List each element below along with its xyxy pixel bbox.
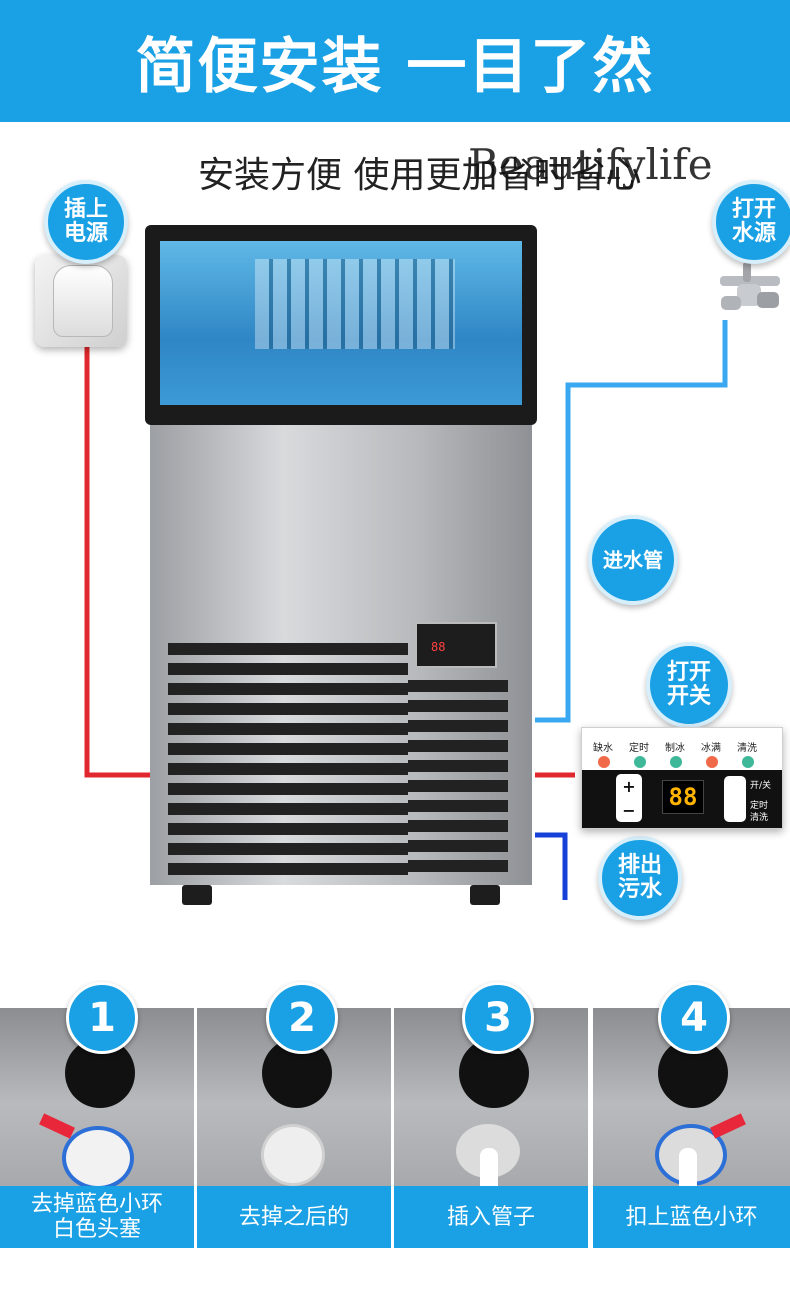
plug-icon <box>53 265 113 337</box>
water-tube <box>480 1148 498 1198</box>
machine-display: 88 <box>431 640 446 654</box>
minus-label: − <box>622 800 636 820</box>
red-arrow-icon <box>39 1113 75 1139</box>
timer-label-2: 清洗 <box>750 813 769 823</box>
step-2-number: 2 <box>288 995 316 1041</box>
control-panel-face: + − 88 开/关 定时 清洗 <box>582 770 782 828</box>
indicator-label-4: 冰满 <box>701 743 721 754</box>
ice-cube-tray <box>255 259 455 349</box>
red-arrow-icon <box>710 1113 746 1139</box>
badge-switch-line1: 打开 <box>666 660 711 685</box>
drain-line <box>535 832 568 900</box>
step-1-photo: 去掉蓝色小环 白色头塞 <box>0 1008 194 1248</box>
front-vents-right <box>408 680 508 875</box>
badge-inlet-label: 进水管 <box>603 548 663 572</box>
indicator-light-1 <box>598 756 610 768</box>
water-tube <box>679 1148 697 1198</box>
badge-switch-line2: 开关 <box>666 684 711 709</box>
machine-window <box>160 241 522 405</box>
machine-foot-right <box>470 885 500 905</box>
step-1-caption: 去掉蓝色小环 白色头塞 <box>0 1186 194 1248</box>
badge-inlet: 进水管 <box>588 515 678 605</box>
badge-power-line1: 插上 <box>63 197 108 222</box>
step-4-number: 4 <box>680 995 708 1041</box>
front-vents-left <box>168 643 408 875</box>
machine-foot-left <box>182 885 212 905</box>
timer-label-1: 定时 <box>750 801 769 811</box>
connection-lines <box>84 320 728 900</box>
indicator-light-3 <box>670 756 682 768</box>
machine-lid <box>145 225 537 425</box>
switch-label: 开/关 <box>750 781 772 791</box>
indicator-light-5 <box>742 756 754 768</box>
water-inlet-line <box>535 320 728 723</box>
header-banner: 简便安装 一目了然 <box>0 0 790 122</box>
step-3-number-badge: 3 <box>462 982 534 1054</box>
led-display: 88 <box>662 780 704 814</box>
indicator-light-4 <box>706 756 718 768</box>
badge-water-on-line2: 水源 <box>731 221 776 246</box>
plus-minus-button[interactable]: + − <box>616 774 642 822</box>
step-3-caption: 插入管子 <box>394 1186 588 1248</box>
step-2-caption-line1: 去掉之后的 <box>238 1204 349 1230</box>
step-4-caption-line1: 扣上蓝色小环 <box>625 1204 758 1230</box>
step-1-number-badge: 1 <box>66 982 138 1054</box>
badge-power-line2: 电源 <box>63 221 108 246</box>
plus-label: + <box>622 776 636 796</box>
machine-body: 88 <box>150 425 532 885</box>
badge-drain-line1: 排出 <box>617 853 662 878</box>
power-cable-line <box>84 345 160 778</box>
badge-switch: 打开开关 <box>646 642 732 728</box>
step-4-number-badge: 4 <box>658 982 730 1054</box>
water-tap-icon <box>720 262 780 310</box>
step-3-caption-line1: 插入管子 <box>446 1204 535 1230</box>
step-4-caption: 扣上蓝色小环 <box>593 1186 790 1248</box>
badge-power: 插上电源 <box>44 180 128 264</box>
control-panel: 缺水 定时 制冰 冰满 清洗 + − 88 开/关 定时 清洗 <box>581 727 783 829</box>
step-2-caption: 去掉之后的 <box>197 1186 391 1248</box>
indicator-label-1: 缺水 <box>593 743 613 754</box>
open-fitting <box>261 1124 325 1186</box>
power-timer-buttons[interactable] <box>724 776 746 822</box>
step-1-caption-line1: 去掉蓝色小环 <box>30 1192 163 1217</box>
step-2-number-badge: 2 <box>266 982 338 1054</box>
power-socket <box>35 255 127 347</box>
indicator-label-5: 清洗 <box>737 743 757 754</box>
badge-drain-line2: 污水 <box>617 877 662 902</box>
step-1-caption-line2: 白色头塞 <box>52 1217 141 1242</box>
step-1-number: 1 <box>88 995 116 1041</box>
indicator-label-2: 定时 <box>629 743 649 754</box>
machine-control-panel: 88 <box>415 622 497 668</box>
white-plug-blue-ring <box>62 1126 134 1190</box>
badge-water-on-line1: 打开 <box>731 197 776 222</box>
subtitle: 安装方便 使用更加省时省心 <box>198 155 642 196</box>
watermark: Beautifylife <box>468 140 713 189</box>
step-3-number: 3 <box>484 995 512 1041</box>
indicator-label-3: 制冰 <box>665 743 685 754</box>
badge-drain: 排出污水 <box>598 836 682 920</box>
indicator-light-2 <box>634 756 646 768</box>
page-title: 简便安装 一目了然 <box>135 31 655 102</box>
badge-water-on: 打开水源 <box>712 180 790 264</box>
